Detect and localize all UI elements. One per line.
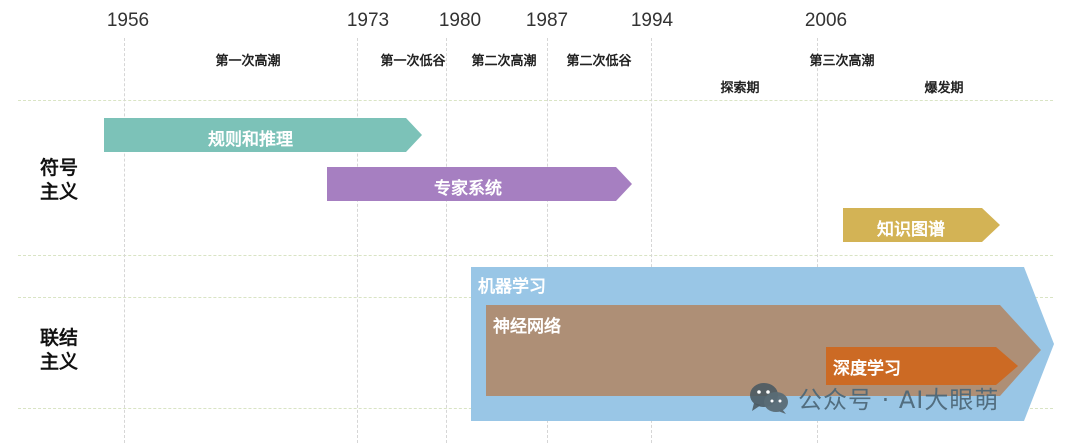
knowledge-graph-label: 知识图谱 [877,220,945,240]
year-divider-1956 [124,38,125,443]
expert-systems-arrow [327,167,632,201]
grid-line-top [18,100,1053,101]
phase-label: 第一次高潮 [215,54,281,69]
phase-label: 第三次高潮 [809,54,875,69]
knowledge-graph-arrow [843,208,1000,242]
year-label: 1987 [525,10,569,31]
year-label: 1973 [346,10,390,31]
year-divider-1980 [446,38,447,443]
year-label: 1980 [438,10,482,31]
phase-label: 第一次低谷 [380,54,446,69]
phase-label: 爆发期 [924,81,964,96]
neural-networks-label: 神经网络 [493,317,561,337]
year-divider-1994 [651,38,652,443]
watermark: 公众号 · AI大眼萌 [748,380,999,415]
phase-label: 第二次高潮 [471,54,537,69]
school-label-line: 符号 [40,157,79,179]
school-label-connectionism: 联结 主义 [40,326,78,374]
year-label: 1956 [106,10,150,31]
school-label-line: 联结 [40,327,79,349]
watermark-text: 公众号 · AI大眼萌 [798,386,1000,414]
expert-systems-label: 专家系统 [434,179,502,199]
deep-learning-arrow [826,347,1018,385]
school-label-line: 主义 [40,181,79,203]
grid-line-middle [18,255,1053,256]
deep-learning-label: 深度学习 [833,359,901,379]
year-divider-1973 [357,38,358,443]
school-label-line: 主义 [40,351,79,373]
year-label: 2006 [804,10,848,31]
year-divider-2006 [817,38,818,443]
machine-learning-label: 机器学习 [478,277,546,297]
phase-label: 探索期 [720,81,760,96]
year-label: 1994 [630,10,674,31]
year-divider-1987 [547,38,548,443]
rules-reasoning-label: 规则和推理 [208,130,293,150]
phase-label: 第二次低谷 [566,54,632,69]
rules-reasoning-arrow [104,118,422,152]
wechat-icon [750,382,788,414]
school-label-symbolism: 符号 主义 [40,156,78,204]
